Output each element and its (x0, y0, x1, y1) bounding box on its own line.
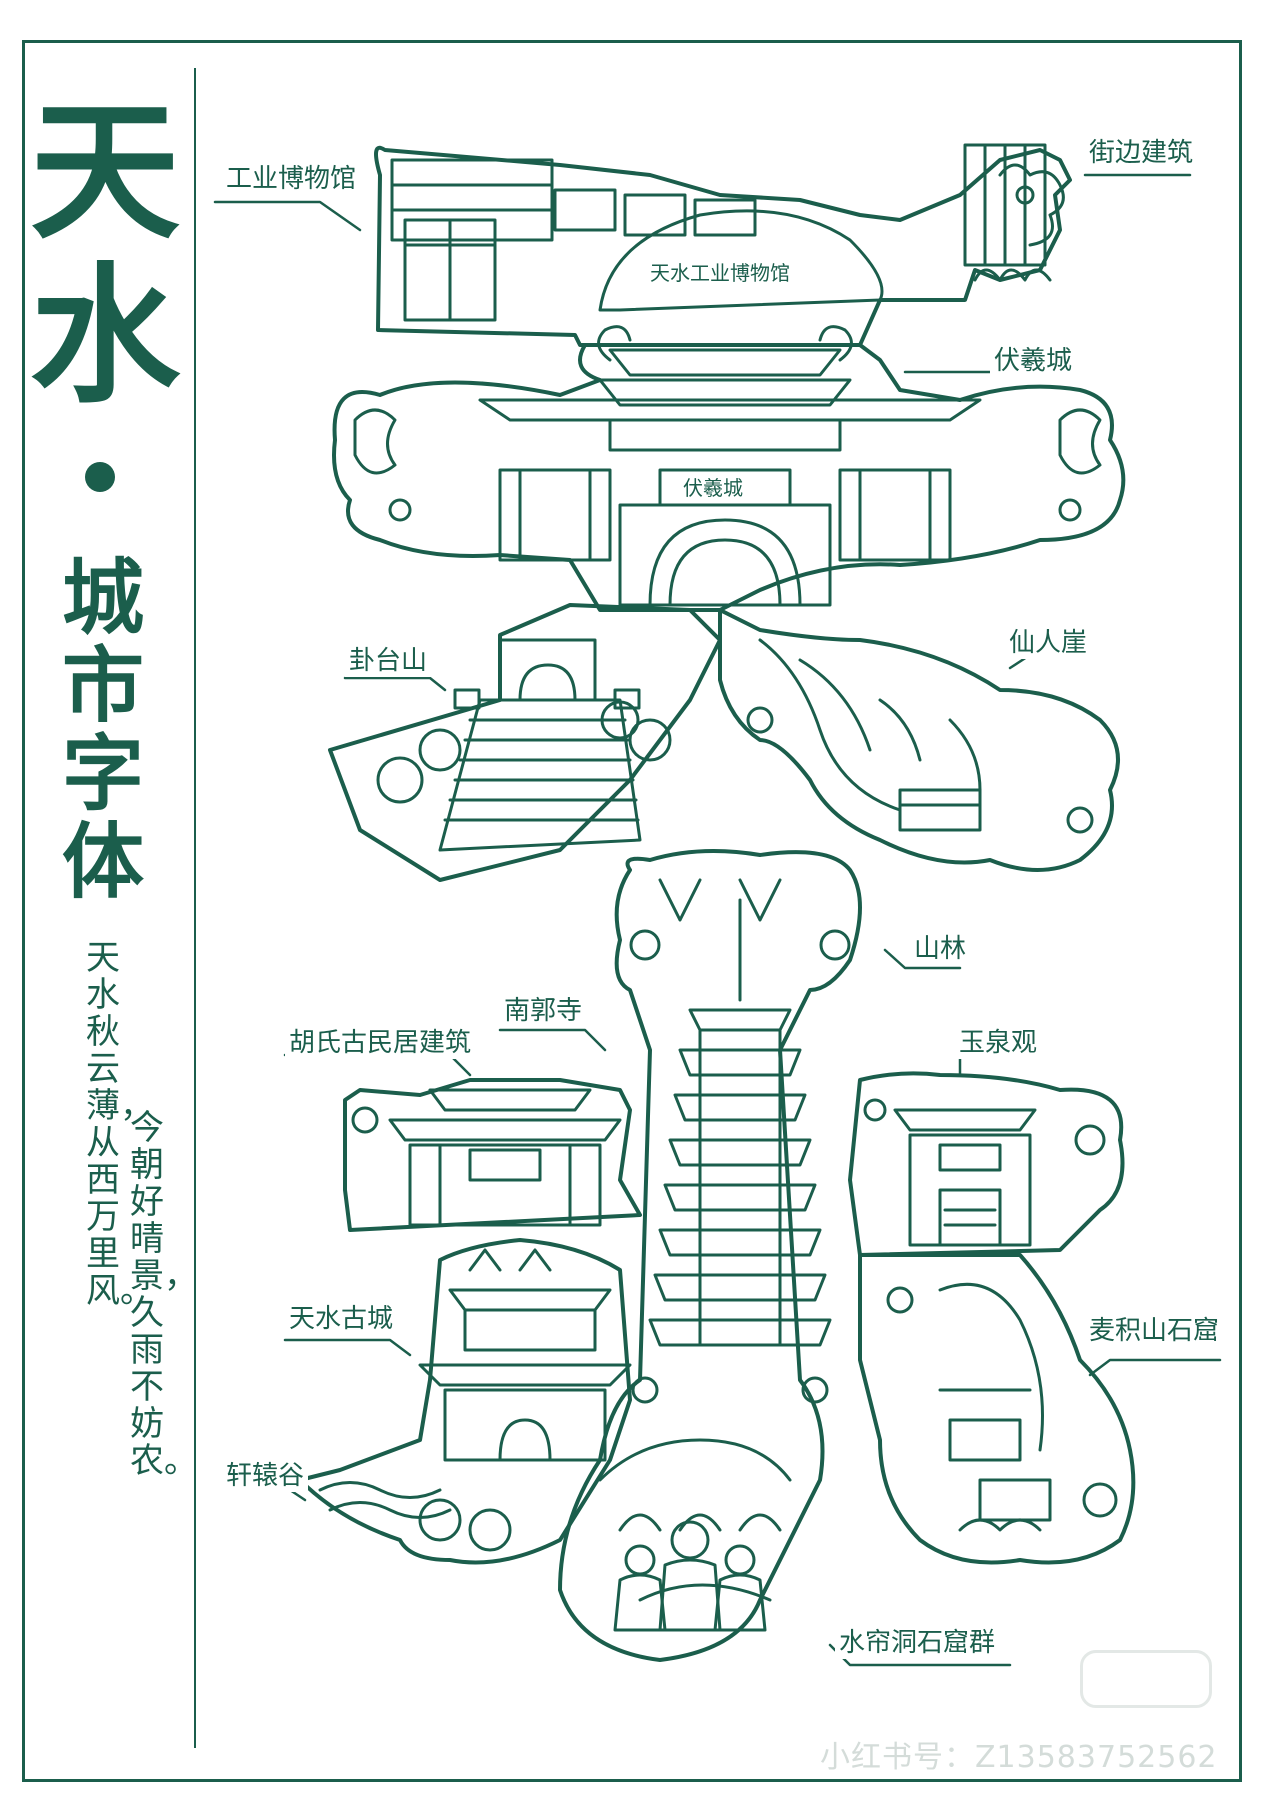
label-shuiliandong-grottoes: 水帘洞石窟群 (835, 1622, 1000, 1659)
industrial-museum-illustration: 天水工业博物馆 (374, 143, 1072, 347)
nanguo-temple-pagoda-illustration (558, 849, 862, 1662)
label-xuanyuan-valley: 轩辕谷 (222, 1455, 309, 1492)
watermark-text: 小红书号：Z13583752562 (820, 1740, 1218, 1775)
museum-rock-sign: 天水工业博物馆 (650, 261, 790, 285)
fuxi-gate-sign: 伏羲城 (683, 476, 743, 500)
shuiliandong-grottoes-illustration (613, 1520, 767, 1632)
label-xianren-cliff: 仙人崖 (1005, 622, 1092, 659)
label-fuxi-city: 伏羲城 (990, 340, 1077, 377)
subtitle-city-font: 城市字体 (61, 551, 144, 910)
xianren-cliff-illustration (718, 608, 1120, 872)
label-yuquan-temple: 玉泉观 (955, 1022, 1042, 1059)
title-char-shui: 水 (30, 250, 181, 424)
side-divider-line (194, 68, 196, 1748)
watermark-logo-icon (1080, 1650, 1212, 1708)
hu-residence-illustration (343, 1078, 642, 1232)
guatai-mountain-illustration (328, 603, 722, 882)
label-guatai-mountain: 卦台山 (345, 640, 432, 677)
label-tianshui-old-city: 天水古城 (285, 1298, 398, 1335)
title-char-tian: 天 (30, 86, 181, 260)
label-street-buildings: 街边建筑 (1085, 132, 1198, 169)
label-mountain-forest: 山林 (910, 928, 971, 965)
tianshui-old-city-illustration (298, 1238, 632, 1565)
poster-frame (22, 40, 1242, 1782)
title-dot (85, 462, 115, 492)
label-industrial-museum: 工业博物馆 (222, 158, 361, 195)
label-nanguo-temple: 南郭寺 (500, 990, 587, 1027)
fuxi-city-gate-illustration: 伏羲城 (332, 325, 1126, 612)
maijishan-grottoes-illustration (858, 1253, 1136, 1565)
label-hu-residence: 胡氏古民居建筑 (285, 1022, 476, 1059)
poem-line-1: 天水秋云薄，从西万里风。 (86, 938, 154, 1311)
yuquan-temple-illustration (848, 1071, 1125, 1257)
label-maijishan-grottoes: 麦积山石窟 (1085, 1310, 1224, 1347)
